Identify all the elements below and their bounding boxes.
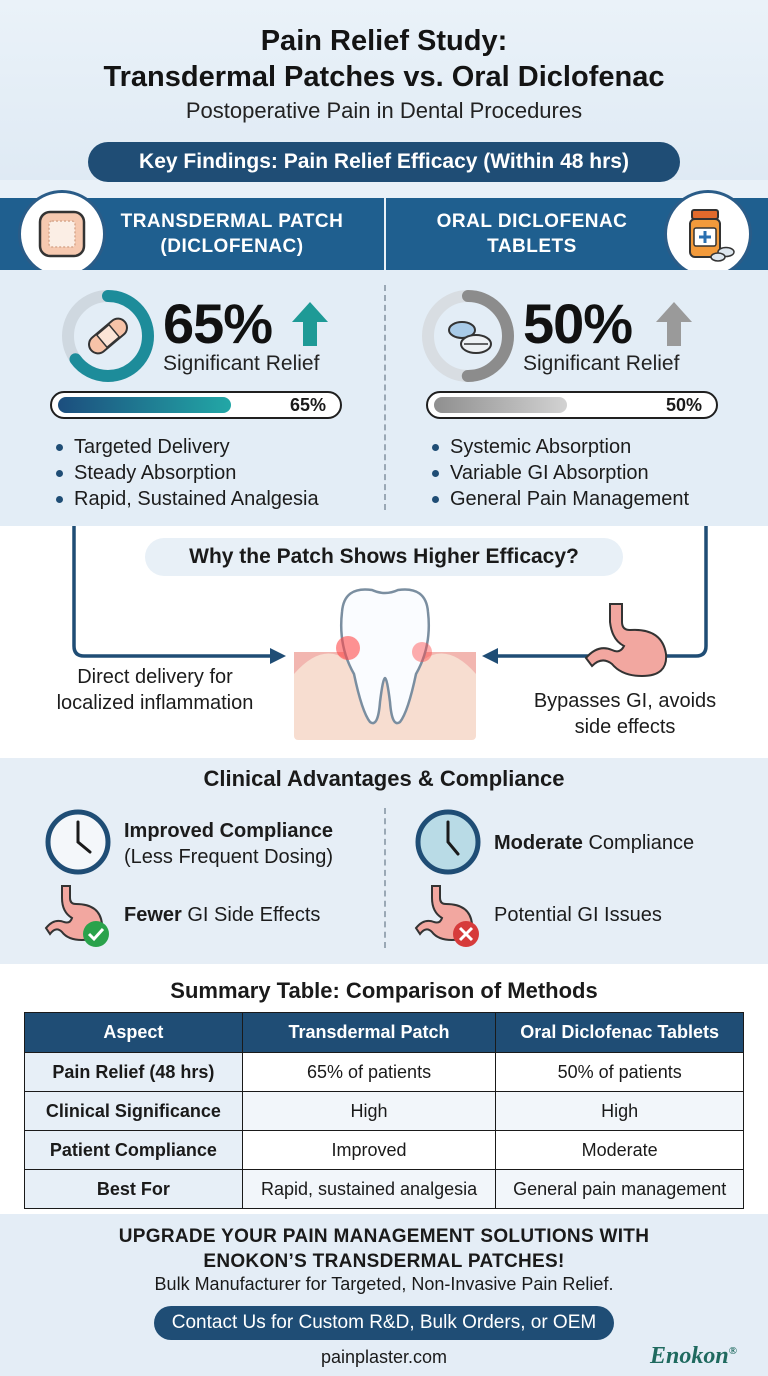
- oral-compliance-bold: Moderate: [494, 832, 583, 854]
- table-row: Patient Compliance Improved Moderate: [24, 1130, 744, 1170]
- why-right-line-1: Bypasses GI, avoids: [533, 690, 717, 712]
- table-header-cell: Aspect: [24, 1012, 243, 1053]
- patch-percent: 65%: [163, 292, 273, 355]
- patch-progress-ring: [62, 290, 154, 382]
- stomach-icon: [584, 603, 668, 678]
- brand-mark: ®: [728, 1345, 737, 1357]
- patch-bullet: Targeted Delivery: [52, 434, 319, 460]
- table-cell: 65% of patients: [241, 1052, 497, 1092]
- oral-arrow-up-icon: [656, 302, 692, 346]
- why-left-line-1: Direct delivery for: [77, 666, 233, 688]
- patch-ring-arc: [62, 290, 154, 382]
- key-findings-banner: Key Findings: Pain Relief Efficacy (With…: [88, 142, 680, 182]
- table-cell: 50% of patients: [495, 1052, 744, 1092]
- brand-logo: Enokon®: [650, 1343, 737, 1370]
- patch-bullet: Rapid, Sustained Analgesia: [52, 486, 319, 512]
- patch-compliance-sub: (Less Frequent Dosing): [124, 846, 333, 868]
- why-left-line-2: localized inflammation: [56, 692, 254, 714]
- bandage-icon: [88, 317, 128, 355]
- tablets-icon: [448, 321, 492, 354]
- patch-gi: Fewer GI Side Effects: [124, 902, 320, 928]
- patch-compliance-bold: Improved Compliance: [124, 820, 333, 842]
- subtitle: Postoperative Pain in Dental Procedures: [185, 98, 583, 123]
- oral-compliance: Moderate Compliance: [494, 830, 694, 856]
- patch-label-line-2: (DICLOFENAC): [160, 236, 304, 257]
- comparison-table: Aspect Transdermal Patch Oral Diclofenac…: [24, 1012, 744, 1209]
- table-header-cell: Transdermal Patch: [241, 1012, 497, 1053]
- table-cell: Best For: [24, 1169, 243, 1209]
- stomach-x-icon: [414, 885, 479, 947]
- brand-name: Enokon: [650, 1343, 729, 1369]
- oral-progress-ring: [422, 290, 514, 382]
- clock-icon: [415, 809, 481, 875]
- table-cell: Patient Compliance: [24, 1130, 243, 1170]
- table-row: Best For Rapid, sustained analgesia Gene…: [24, 1169, 744, 1209]
- patch-bullet: Steady Absorption: [52, 460, 319, 486]
- patch-bullets: Targeted Delivery Steady Absorption Rapi…: [52, 434, 319, 512]
- patch-gi-bold: Fewer: [124, 904, 182, 926]
- oral-ring-arc: [422, 290, 514, 382]
- why-left-text: Direct delivery for localized inflammati…: [30, 664, 280, 716]
- table-row: Clinical Significance High High: [24, 1091, 744, 1131]
- patch-bar-label: 65%: [289, 395, 326, 415]
- title-line-2: Transdermal Patches vs. Oral Diclofenac: [103, 61, 665, 93]
- oral-bullets: Systemic Absorption Variable GI Absorpti…: [428, 434, 689, 512]
- website-link[interactable]: painplaster.com: [320, 1347, 448, 1367]
- patch-label-line-1: TRANSDERMAL PATCH: [120, 211, 344, 232]
- clinical-title: Clinical Advantages & Compliance: [203, 766, 565, 791]
- oral-gi: Potential GI Issues: [494, 904, 662, 926]
- oral-compliance-rest: Compliance: [582, 832, 695, 854]
- table-row: Pain Relief (48 hrs) 65% of patients 50%…: [24, 1052, 744, 1092]
- oral-bar-label: 50%: [665, 395, 702, 415]
- table-cell: High: [495, 1091, 744, 1131]
- table-cell: Clinical Significance: [24, 1091, 243, 1131]
- flow-arrows: [72, 526, 708, 664]
- oral-percent: 50%: [523, 292, 633, 355]
- patch-icon: [18, 190, 106, 278]
- patch-bar-fill: [58, 397, 231, 413]
- footer-headline-line-2: ENOKON’S TRANSDERMAL PATCHES!: [203, 1251, 565, 1272]
- table-cell: Moderate: [495, 1130, 744, 1170]
- patch-arrow-up-icon: [292, 302, 328, 346]
- clinical-divider: [384, 808, 386, 948]
- oral-bar-fill: [434, 397, 567, 413]
- table-header-cell: Oral Diclofenac Tablets: [495, 1012, 744, 1053]
- oral-progress-bar: 50%: [426, 391, 718, 419]
- clock-icon: [45, 809, 111, 875]
- why-right-line-2: side effects: [574, 716, 676, 738]
- contact-cta-button[interactable]: Contact Us for Custom R&D, Bulk Orders, …: [154, 1306, 614, 1340]
- table-cell: Improved: [241, 1130, 497, 1170]
- column-divider: [384, 285, 386, 510]
- pill-bottle-icon: [664, 190, 752, 278]
- title-line-1: Pain Relief Study:: [260, 25, 508, 57]
- oral-bullet: General Pain Management: [428, 486, 689, 512]
- oral-label-line-1: ORAL DICLOFENAC: [436, 211, 628, 232]
- stomach-check-icon: [44, 885, 109, 947]
- footer-headline-line-1: UPGRADE YOUR PAIN MANAGEMENT SOLUTIONS W…: [118, 1226, 650, 1247]
- table-cell: Pain Relief (48 hrs): [24, 1052, 243, 1092]
- patch-gi-rest: GI Side Effects: [181, 904, 321, 926]
- oral-label-line-2: TABLETS: [487, 236, 577, 257]
- patch-progress-bar: 65%: [50, 391, 342, 419]
- footer-subtext: Bulk Manufacturer for Targeted, Non-Inva…: [154, 1274, 614, 1294]
- table-header-row: Aspect Transdermal Patch Oral Diclofenac…: [24, 1012, 744, 1053]
- patch-relief-label: Significant Relief: [163, 352, 320, 375]
- oral-bullet: Variable GI Absorption: [428, 460, 689, 486]
- oral-bullet: Systemic Absorption: [428, 434, 689, 460]
- table-cell: High: [241, 1091, 497, 1131]
- why-title: Why the Patch Shows Higher Efficacy?: [145, 538, 623, 576]
- patch-compliance: Improved Compliance (Less Frequent Dosin…: [124, 818, 333, 870]
- table-title: Summary Table: Comparison of Methods: [170, 978, 598, 1003]
- table-cell: General pain management: [495, 1169, 744, 1209]
- footer: [0, 1214, 768, 1376]
- why-right-text: Bypasses GI, avoids side effects: [510, 688, 740, 740]
- oral-relief-label: Significant Relief: [523, 352, 680, 375]
- table-cell: Rapid, sustained analgesia: [241, 1169, 497, 1209]
- tooth-icon: [294, 588, 476, 740]
